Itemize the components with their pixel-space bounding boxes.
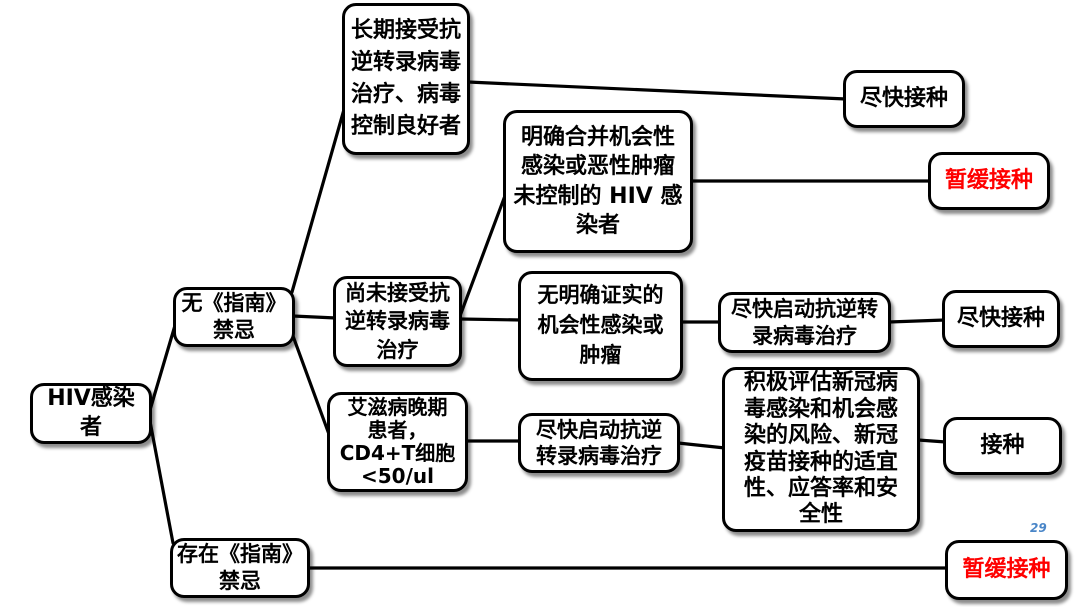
edge-no-contra-to-not-art (291, 314, 338, 320)
node-no-confirmed-oi-or-tumor: 无明确证实的 机会性感染或 肿瘤 (518, 271, 683, 381)
node-late-stage-aids-cd4-below-50: 艾滋病晚期 患者， CD4+T细胞 <50/ul (327, 392, 468, 492)
node-long-term-art-virus-controlled: 长期接受抗 逆转录病毒 治疗、病毒 控制良好者 (342, 3, 470, 155)
edge-start-art-1-to-vaccinate-soon-2 (887, 318, 947, 324)
node-not-yet-on-art: 尚未接受抗 逆转录病毒 治疗 (333, 276, 462, 367)
edge-evaluate-to-vaccinate (916, 438, 948, 444)
node-no-guideline-contraindication: 无《指南》 禁忌 (173, 287, 295, 347)
node-start-art-promptly-1: 尽快启动抗逆转 录病毒治疗 (718, 292, 891, 353)
node-evaluate-risk-suitability: 积极评估新冠病 毒感染和机会感 染的风险、新冠 疫苗接种的适宜 性、应答率和安 … (722, 367, 920, 532)
node-outcome-vaccinate: 接种 (943, 417, 1062, 475)
node-start-art-promptly-2: 尽快启动抗逆 转录病毒治疗 (518, 413, 680, 473)
node-uncontrolled-oi-or-malignancy: 明确合并机会性 感染或恶性肿瘤 未控制的 HIV 感 染者 (503, 110, 693, 253)
node-outcome-vaccinate-soon-1: 尽快接种 (843, 70, 965, 128)
edge-hiv-to-has-contra (147, 414, 175, 545)
edge-long-art-to-vaccinate-soon-1 (466, 80, 848, 101)
edge-no-contra-to-long-art (290, 104, 347, 294)
edge-no-contra-to-late-aids (291, 334, 332, 439)
slide-page-number: 29 (1030, 521, 1047, 535)
node-outcome-postpone-vaccination-2: 暂缓接种 (945, 540, 1068, 600)
edge-hiv-to-no-contra (148, 320, 178, 412)
node-outcome-postpone-vaccination-1: 暂缓接种 (928, 152, 1050, 210)
node-hiv-infected: HIV感染 者 (30, 383, 152, 444)
node-outcome-vaccinate-soon-2: 尽快接种 (942, 290, 1060, 348)
edge-not-art-to-oi-tumor (458, 191, 508, 318)
node-has-guideline-contraindication: 存在《指南》 禁忌 (170, 538, 310, 598)
edge-not-art-to-no-oi (458, 317, 523, 322)
edge-start-art-2-to-evaluate (676, 441, 727, 450)
